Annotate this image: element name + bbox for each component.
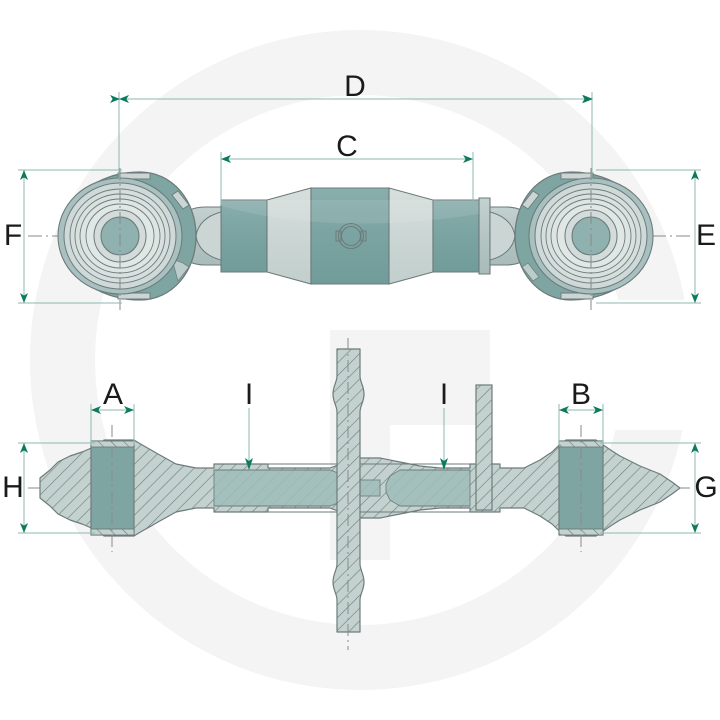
leader-label-I-left: I [245, 378, 253, 411]
center-fitting-icon [335, 222, 367, 250]
dimension-label-G: G [694, 471, 717, 504]
dimension-label-C: C [336, 130, 358, 163]
dimension-layer: D C F [2, 70, 718, 534]
turnbuckle-body [220, 187, 491, 285]
leader-label-I-right: I [440, 378, 448, 411]
section-view [28, 338, 692, 650]
top-view [28, 168, 692, 310]
leader-I-right: I [440, 378, 448, 470]
dimension-F: F [4, 169, 122, 304]
dimension-H: H [2, 442, 95, 534]
left-ball-joint-eye [57, 168, 222, 310]
dimension-label-A: A [103, 378, 123, 411]
dimension-C: C [220, 130, 474, 205]
leader-I-left: I [245, 378, 253, 470]
secondary-vertical-plate [475, 384, 493, 511]
dimension-G: G [600, 442, 718, 534]
dimension-label-E: E [696, 219, 716, 252]
right-ball-joint-eye [489, 168, 654, 310]
dimension-label-B: B [571, 378, 591, 411]
dimension-label-D: D [344, 70, 366, 103]
center-through-shaft [332, 338, 365, 650]
dimension-label-F: F [4, 219, 22, 252]
dimension-E: E [596, 169, 716, 304]
left-bushing [90, 425, 135, 552]
dimension-A: A [90, 378, 135, 445]
dimension-B: B [558, 378, 604, 445]
dimension-label-H: H [2, 471, 24, 504]
dimension-D: D [110, 70, 593, 180]
watermark-g-logo [29, 29, 700, 690]
right-bushing [558, 425, 604, 552]
